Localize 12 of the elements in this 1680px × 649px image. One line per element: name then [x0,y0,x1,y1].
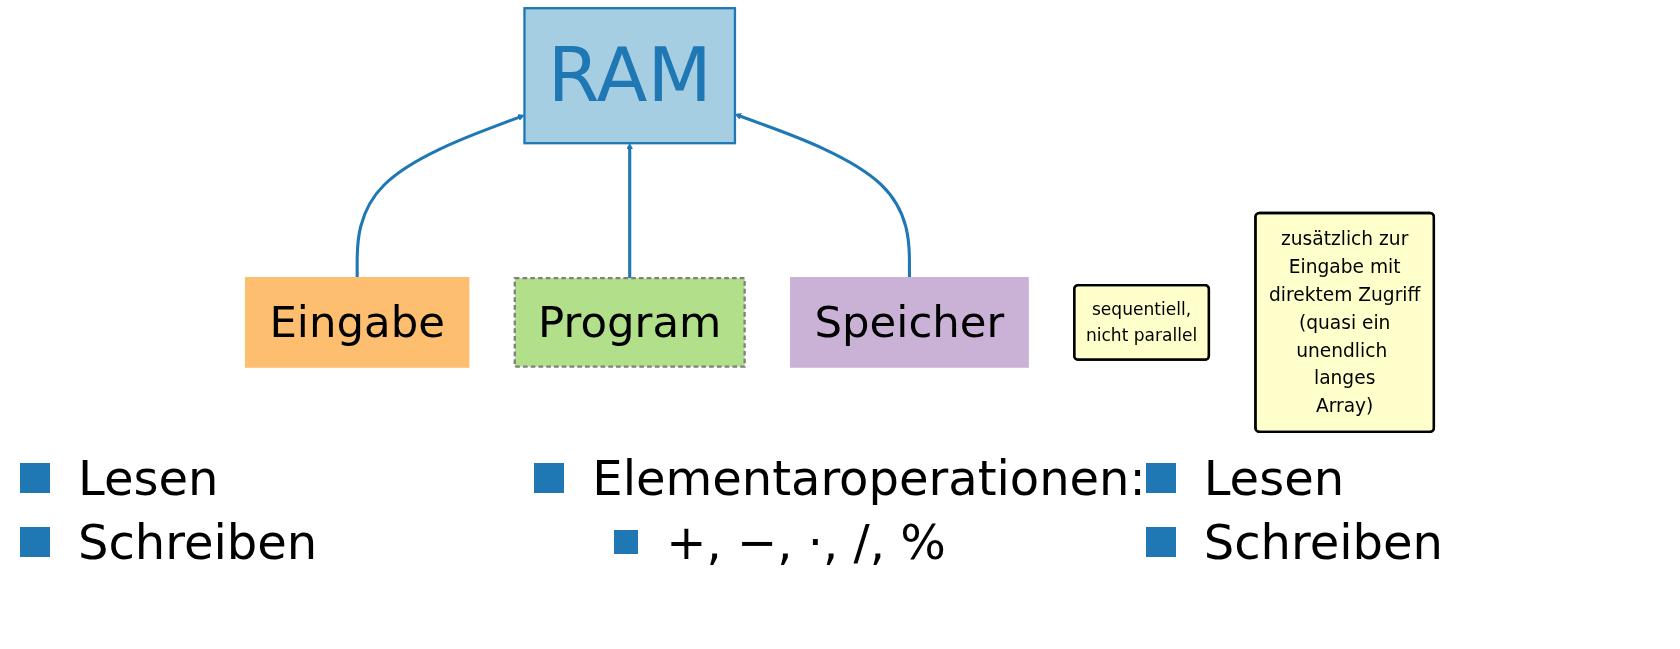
list-item-text: Elementaroperationen: [592,450,1146,506]
node-box: RAM [523,7,737,145]
node-box: Program [513,277,746,368]
arrow [355,114,525,279]
list-item-text: Lesen [78,450,219,506]
node-box: Speicher [790,277,1029,368]
list-item-text: +, −, ·, /, % [666,514,946,570]
list-item-text: Schreiben [1203,514,1443,570]
arrow [734,113,911,279]
node-box: Eingabe [244,277,470,368]
list-item-text: Schreiben [78,514,318,570]
list-item-text: Lesen [1203,450,1345,506]
